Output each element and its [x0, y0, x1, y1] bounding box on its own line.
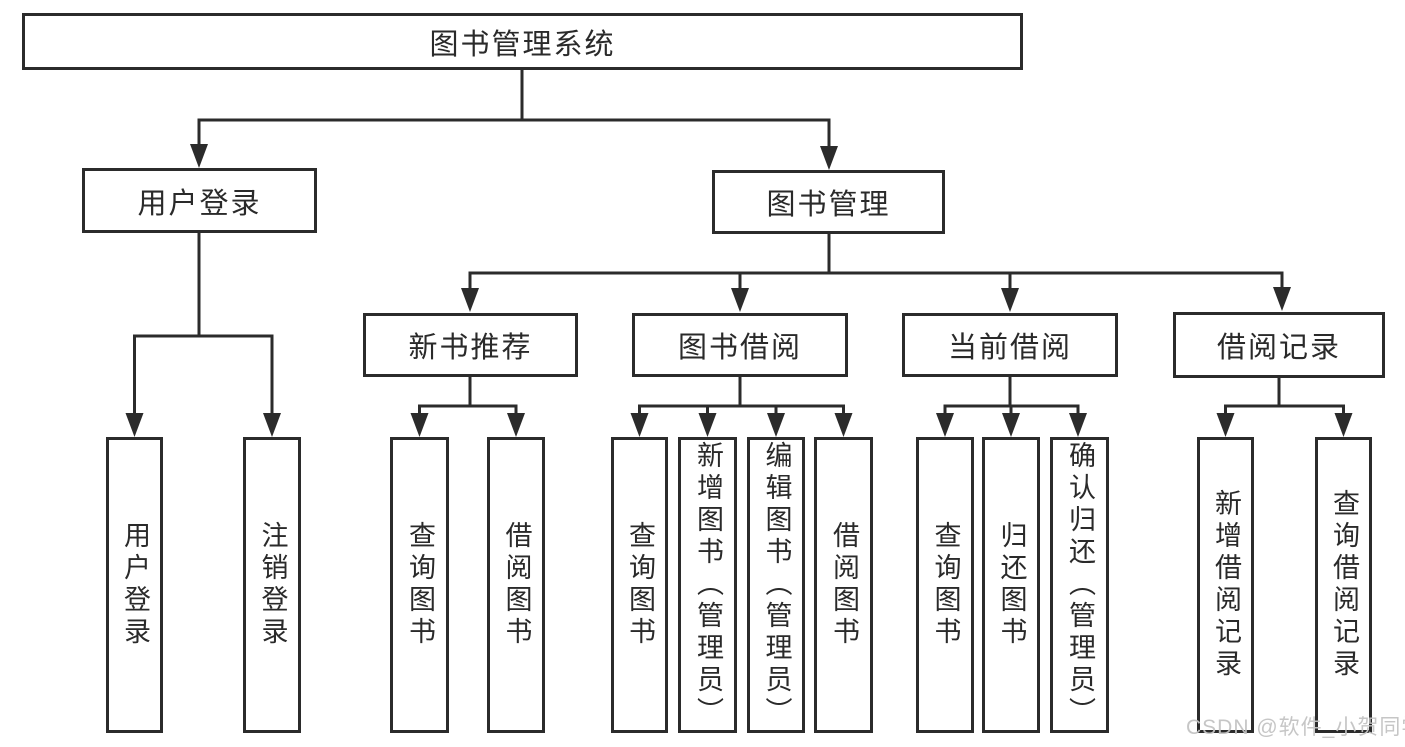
- node-new-book-recommend-label: 新书推荐: [408, 332, 533, 364]
- leaf-query-books-3: 查询图书: [916, 437, 974, 733]
- leaf-add-books-admin-label: 新增图书（管理员）: [693, 441, 723, 729]
- node-new-book-recommend: 新书推荐: [363, 313, 578, 377]
- leaf-return-books-label: 归还图书: [996, 521, 1027, 649]
- leaf-borrow-books-2: 借阅图书: [814, 437, 873, 733]
- node-user-login-label: 用户登录: [137, 187, 262, 220]
- leaf-query-books-1: 查询图书: [390, 437, 449, 733]
- node-book-management: 图书管理: [712, 170, 945, 234]
- node-current-borrow: 当前借阅: [902, 313, 1118, 377]
- leaf-borrow-books-2-label: 借阅图书: [829, 521, 859, 649]
- leaf-logout: 注销登录: [243, 437, 301, 733]
- leaf-add-borrow-record: 新增借阅记录: [1197, 437, 1254, 733]
- node-user-login: 用户登录: [82, 168, 317, 233]
- leaf-query-books-3-label: 查询图书: [930, 521, 961, 649]
- leaf-query-books-1-label: 查询图书: [405, 521, 435, 649]
- node-book-borrow: 图书借阅: [632, 313, 848, 377]
- arrow-down-icons: [125, 144, 1353, 437]
- leaf-confirm-return-admin: 确认归还（管理员）: [1050, 437, 1109, 733]
- node-book-borrow-label: 图书借阅: [677, 332, 802, 364]
- leaf-user-login-label: 用户登录: [120, 521, 150, 649]
- leaf-add-books-admin: 新增图书（管理员）: [678, 437, 737, 733]
- leaf-query-borrow-record: 查询借阅记录: [1315, 437, 1372, 733]
- leaf-edit-books-admin: 编辑图书（管理员）: [747, 437, 805, 733]
- leaf-logout-label: 注销登录: [257, 521, 288, 649]
- leaf-edit-books-admin-label: 编辑图书（管理员）: [761, 441, 792, 729]
- leaf-confirm-return-admin-label: 确认归还（管理员）: [1065, 441, 1095, 729]
- watermark-text: CSDN @软件_小贺同学: [1186, 716, 1405, 739]
- node-root-label: 图书管理系统: [429, 28, 616, 61]
- leaf-query-books-2: 查询图书: [611, 437, 668, 733]
- node-borrow-records: 借阅记录: [1173, 312, 1385, 378]
- leaf-query-books-2-label: 查询图书: [625, 521, 655, 649]
- node-borrow-records-label: 借阅记录: [1216, 332, 1341, 364]
- leaf-borrow-books-1-label: 借阅图书: [501, 521, 532, 649]
- leaf-add-borrow-record-label: 新增借阅记录: [1211, 489, 1241, 681]
- leaf-user-login: 用户登录: [106, 437, 163, 733]
- leaf-query-borrow-record-label: 查询借阅记录: [1329, 489, 1359, 681]
- leaf-borrow-books-1: 借阅图书: [487, 437, 545, 733]
- node-book-management-label: 图书管理: [766, 189, 891, 221]
- node-current-borrow-label: 当前借阅: [947, 332, 1072, 364]
- node-root: 图书管理系统: [22, 13, 1023, 70]
- leaf-return-books: 归还图书: [982, 437, 1040, 733]
